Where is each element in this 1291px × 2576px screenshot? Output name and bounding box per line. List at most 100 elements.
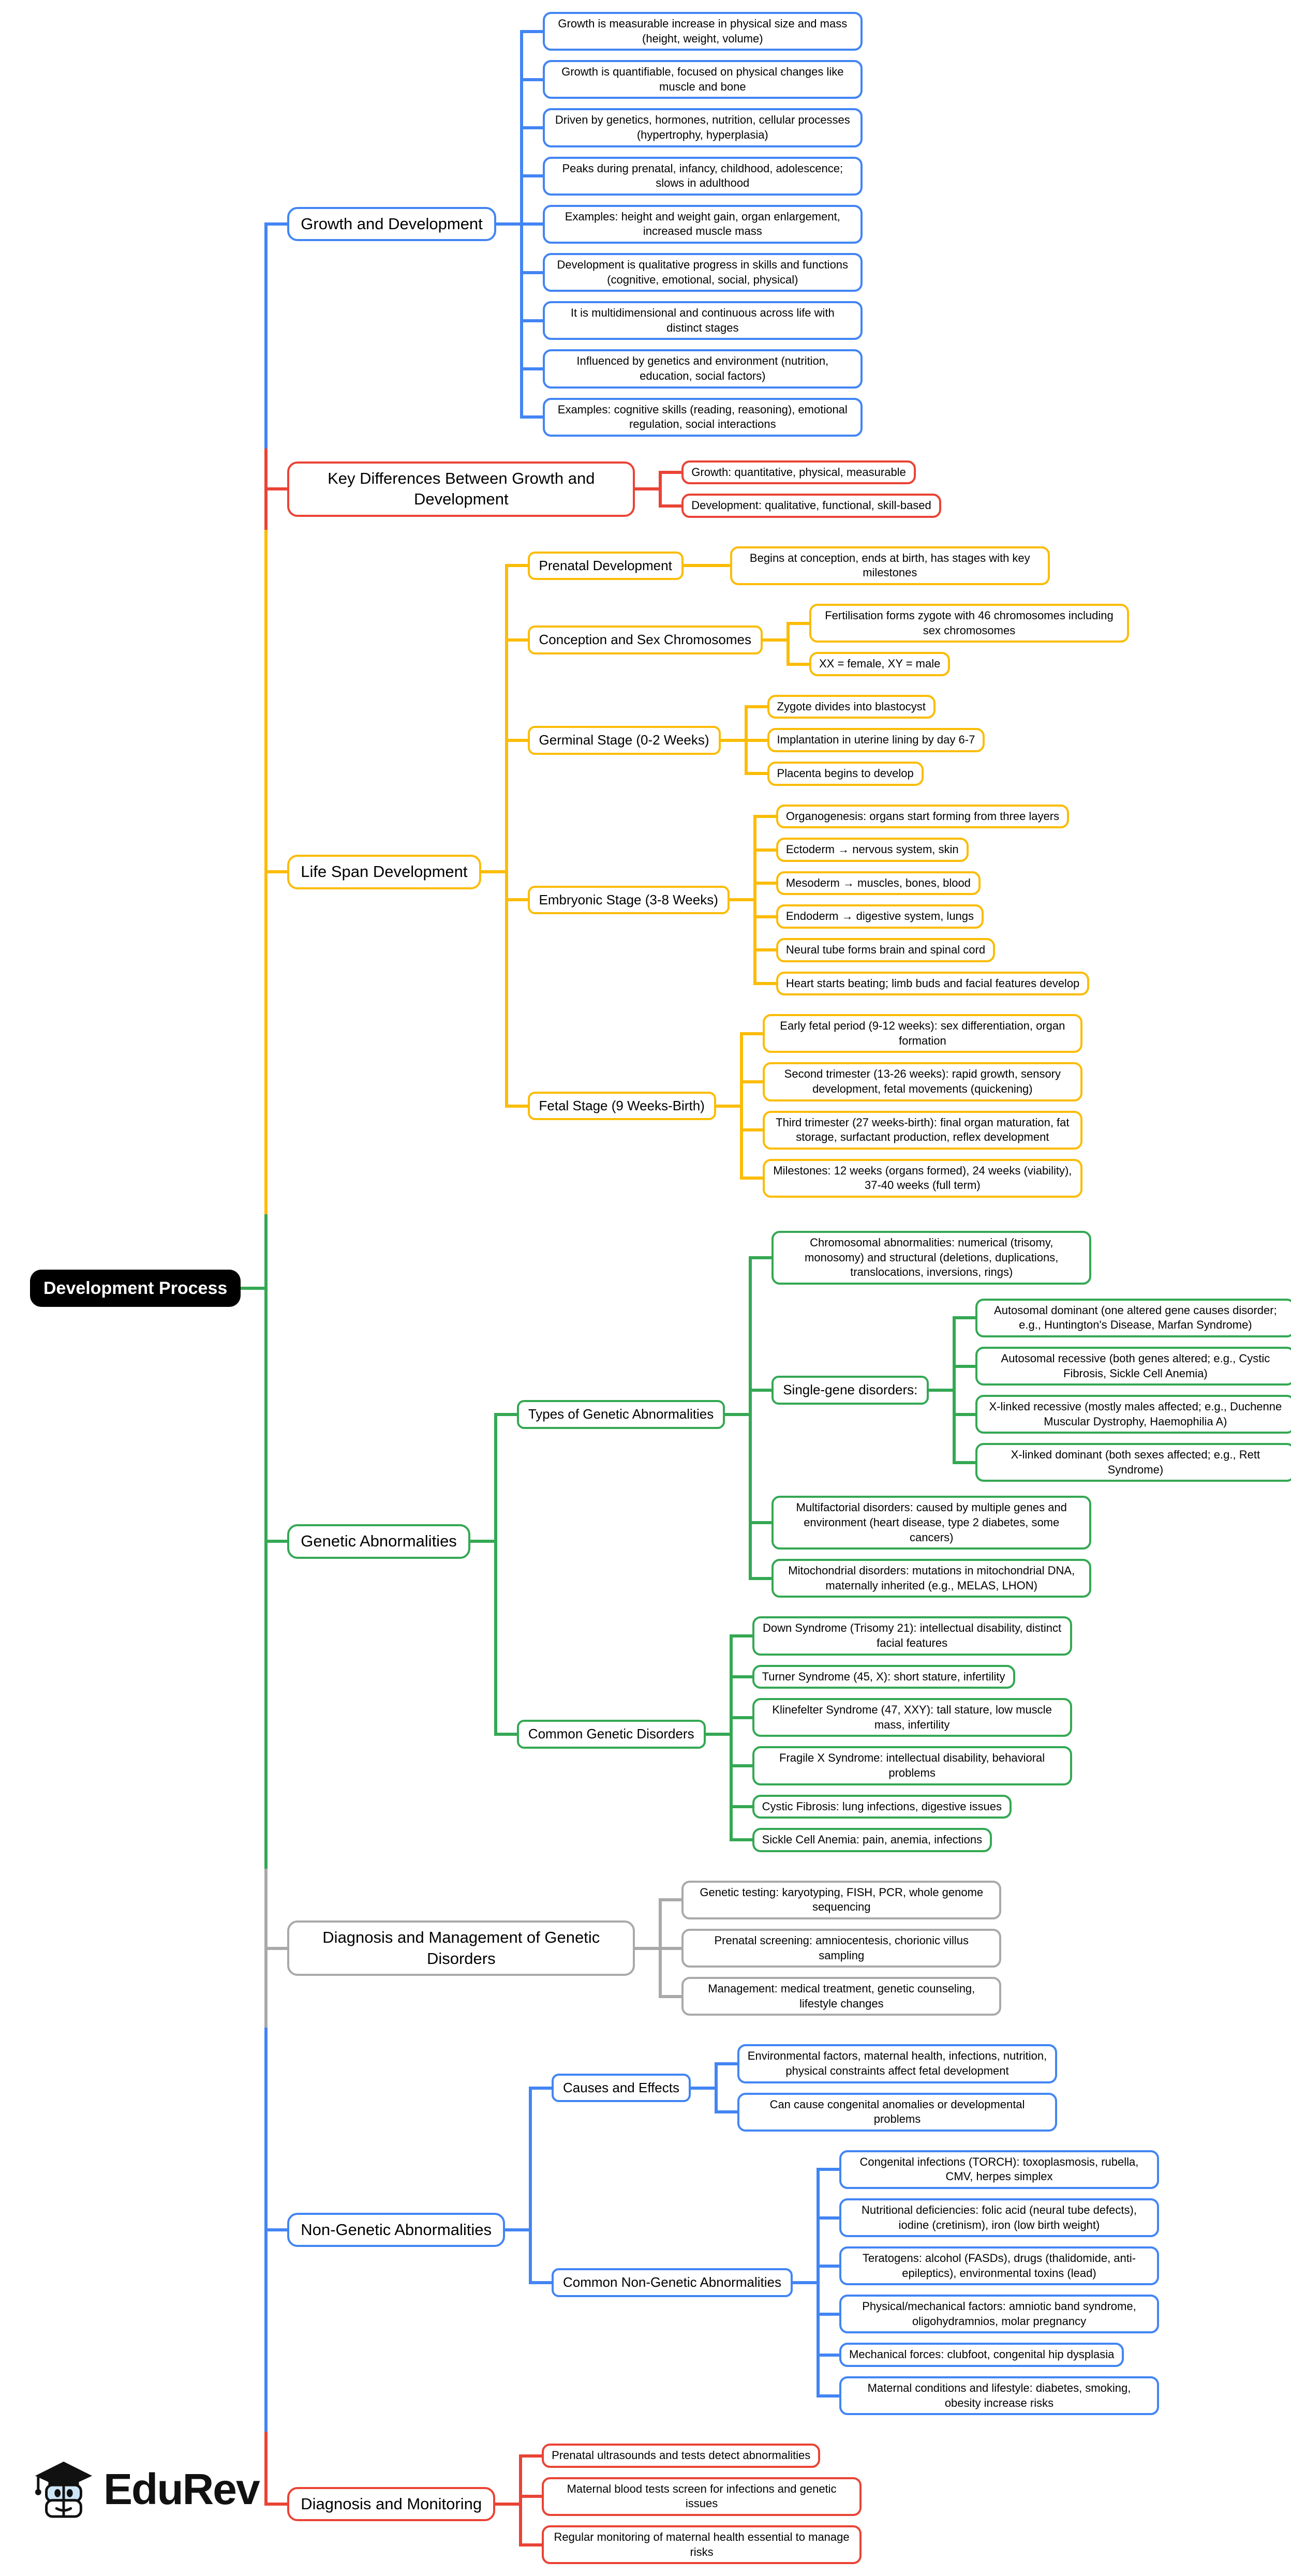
node-growth-is-measurable-increase-in: Growth is measurable increase in physica…: [542, 12, 863, 51]
tree-branch: Development is qualitative progress in s…: [520, 248, 863, 297]
children-column: Down Syndrome (Trisomy 21): intellectual…: [729, 1612, 1072, 1856]
tree-branch: Germinal Stage (0-2 Weeks)Zygote divides…: [504, 685, 1129, 795]
node-peaks-during-prenatal-infancy-childhood: Peaks during prenatal, infancy, childhoo…: [542, 156, 863, 196]
node-environmental-factors-maternal-health-infections: Environmental factors, maternal health, …: [737, 2044, 1057, 2083]
node-x-linked-dominant-both-sexes: X-linked dominant (both sexes affected; …: [975, 1443, 1291, 1482]
node-maternal-conditions-and-lifestyle-diabetes: Maternal conditions and lifestyle: diabe…: [839, 2376, 1159, 2416]
node-genetic-abnormalities: Genetic Abnormalities: [287, 1524, 470, 1559]
tree-branch: Maternal conditions and lifestyle: diabe…: [816, 2372, 1159, 2420]
node-it-is-multidimensional-and-continuous: It is multidimensional and continuous ac…: [542, 301, 863, 340]
tree-branch: Heart starts beating; limb buds and faci…: [753, 966, 1090, 1001]
children-column: Genetic testing: karyotyping, FISH, PCR,…: [659, 1876, 1002, 2021]
node-milestones-12-weeks-organs-formed: Milestones: 12 weeks (organs formed), 24…: [762, 1158, 1082, 1198]
tree-branch: Mitochondrial disorders: mutations in mi…: [749, 1554, 1291, 1602]
tree-branch: Congenital infections (TORCH): toxoplasm…: [816, 2146, 1159, 2194]
connector-line: [635, 1946, 659, 1950]
tree-branch: Prenatal screening: amniocentesis, chori…: [659, 1924, 1002, 1973]
node-genetic-testing-karyotyping-fish-pcr: Genetic testing: karyotyping, FISH, PCR,…: [681, 1880, 1002, 1919]
tree-branch: Cystic Fibrosis: lung infections, digest…: [729, 1790, 1072, 1824]
children-column: Begins at conception, ends at birth, has…: [707, 542, 1050, 590]
tree-branch: Key Differences Between Growth and Devel…: [264, 448, 1291, 530]
node-cystic-fibrosis-lung-infections-digestive: Cystic Fibrosis: lung infections, digest…: [752, 1794, 1012, 1819]
tree-branch: Implantation in uterine lining by day 6-…: [744, 723, 985, 757]
node-development-qualitative-functional-skill-based: Development: qualitative, functional, sk…: [681, 494, 941, 518]
connector-line: [792, 2281, 817, 2284]
connector-line: [241, 1286, 265, 1290]
node-turner-syndrome-45-x-short: Turner Syndrome (45, X): short stature, …: [752, 1664, 1015, 1689]
node-placenta-begins-to-develop: Placenta begins to develop: [767, 762, 924, 786]
node-prenatal-development: Prenatal Development: [527, 551, 684, 580]
tree-branch: Milestones: 12 weeks (organs formed), 24…: [739, 1154, 1082, 1202]
tree-branch: Early fetal period (9-12 weeks): sex dif…: [739, 1009, 1082, 1058]
tree-branch: Genetic testing: karyotyping, FISH, PCR,…: [659, 1876, 1002, 1925]
connector-line: [929, 1389, 953, 1392]
children-column: Chromosomal abnormalities: numerical (tr…: [749, 1226, 1291, 1603]
node-germinal-stage-0-2-weeks: Germinal Stage (0-2 Weeks): [527, 725, 721, 755]
node-second-trimester-13-26-weeks: Second trimester (13-26 weeks): rapid gr…: [762, 1062, 1082, 1101]
tree-branch: It is multidimensional and continuous ac…: [520, 296, 863, 345]
node-single-gene-disorders: Single-gene disorders:: [771, 1376, 929, 1405]
children-column: Organogenesis: organs start forming from…: [753, 800, 1090, 1001]
node-klinefelter-syndrome-47-xxy-tall: Klinefelter Syndrome (47, XXY): tall sta…: [752, 1698, 1072, 1737]
tree-branch: Third trimester (27 weeks-birth): final …: [739, 1106, 1082, 1154]
connector-line: [725, 1412, 749, 1416]
tree-branch: Can cause congenital anomalies or develo…: [715, 2088, 1057, 2136]
node-fragile-x-syndrome-intellectual-disability: Fragile X Syndrome: intellectual disabil…: [752, 1746, 1072, 1785]
node-third-trimester-27-weeks-birth: Third trimester (27 weeks-birth): final …: [762, 1110, 1082, 1150]
children-column: Prenatal ultrasounds and tests detect ab…: [519, 2439, 862, 2569]
connector-line: [495, 2502, 520, 2506]
node-diagnosis-and-monitoring: Diagnosis and Monitoring: [287, 2486, 496, 2521]
node-neural-tube-forms-brain-and: Neural tube forms brain and spinal cord: [776, 938, 996, 962]
node-diagnosis-and-management-of-genetic: Diagnosis and Management of Genetic Diso…: [287, 1920, 635, 1976]
node-ectoderm-nervous-system-skin: Ectoderm → nervous system, skin: [776, 838, 969, 862]
tree-branch: Maternal blood tests screen for infectio…: [519, 2472, 862, 2521]
node-organogenesis-organs-start-forming-from: Organogenesis: organs start forming from…: [776, 804, 1070, 829]
children-column: Prenatal Development Begins at conception…: [504, 537, 1129, 1207]
node-autosomal-dominant-one-altered-gene: Autosomal dominant (one altered gene cau…: [975, 1298, 1291, 1337]
edurev-logo-text: EduRev: [103, 2464, 260, 2513]
tree-branch: Genetic Abnormalities Types of Genetic Ab…: [264, 1214, 1291, 1869]
node-can-cause-congenital-anomalies-or: Can cause congenital anomalies or develo…: [737, 2092, 1057, 2132]
connector-line: [716, 1104, 740, 1108]
tree-branch: Environmental factors, maternal health, …: [715, 2039, 1057, 2088]
tree-branch: Regular monitoring of maternal health es…: [519, 2521, 862, 2569]
node-chromosomal-abnormalities-numerical-trisomy-monosomy: Chromosomal abnormalities: numerical (tr…: [771, 1230, 1092, 1285]
node-fetal-stage-9-weeks-birth: Fetal Stage (9 Weeks-Birth): [527, 1091, 716, 1121]
node-fertilisation-forms-zygote-with-46: Fertilisation forms zygote with 46 chrom…: [809, 604, 1129, 643]
tree-branch: Autosomal recessive (both genes altered;…: [953, 1342, 1291, 1391]
tree-branch: Fetal Stage (9 Weeks-Birth) Early fetal p…: [504, 1005, 1129, 1207]
node-development-is-qualitative-progress-in: Development is qualitative progress in s…: [542, 252, 863, 292]
children-column: Growth is measurable increase in physica…: [520, 7, 863, 441]
edurev-mascot-icon: [35, 2461, 93, 2518]
node-xx-female-xy-male: XX = female, XY = male: [809, 652, 951, 676]
children-column: Growth: quantitative, physical, measurab…: [659, 456, 941, 523]
node-prenatal-screening-amniocentesis-chorionic-villus: Prenatal screening: amniocentesis, chori…: [681, 1928, 1002, 1968]
tree-branch: Driven by genetics, hormones, nutrition,…: [520, 103, 863, 152]
children-column: Environmental factors, maternal health, …: [715, 2039, 1057, 2136]
tree-branch: Neural tube forms brain and spinal cord: [753, 933, 1089, 967]
tree-branch: Prenatal ultrasounds and tests detect ab…: [519, 2439, 862, 2473]
connector-line: [505, 2228, 529, 2231]
node-driven-by-genetics-hormones-nutrition: Driven by genetics, hormones, nutrition,…: [542, 108, 863, 147]
connector-line: [691, 2086, 715, 2090]
tree-branch: Chromosomal abnormalities: numerical (tr…: [749, 1226, 1291, 1289]
tree-branch: Growth: quantitative, physical, measurab…: [659, 456, 941, 489]
node-management-medical-treatment-genetic-counseling: Management: medical treatment, genetic c…: [681, 1977, 1002, 2016]
children-column: Autosomal dominant (one altered gene cau…: [953, 1294, 1291, 1487]
node-sickle-cell-anemia-pain-anemia: Sickle Cell Anemia: pain, anemia, infect…: [752, 1828, 992, 1852]
node-physical-mechanical-factors-amniotic-band: Physical/mechanical factors: amniotic ba…: [839, 2295, 1159, 2334]
connector-line: [496, 222, 520, 226]
tree-branch: Fragile X Syndrome: intellectual disabil…: [729, 1741, 1072, 1790]
tree-branch: X-linked recessive (mostly males affecte…: [953, 1390, 1291, 1439]
connector-line: [762, 638, 787, 642]
tree-branch: Multifactorial disorders: caused by mult…: [749, 1491, 1291, 1555]
node-autosomal-recessive-both-genes-altered: Autosomal recessive (both genes altered;…: [975, 1346, 1291, 1386]
tree-branch: Endoderm → digestive system, lungs: [753, 900, 1089, 933]
children-column: Fertilisation forms zygote with 46 chrom…: [786, 599, 1129, 681]
node-examples-cognitive-skills-reading-reasoning: Examples: cognitive skills (reading, rea…: [542, 397, 863, 437]
